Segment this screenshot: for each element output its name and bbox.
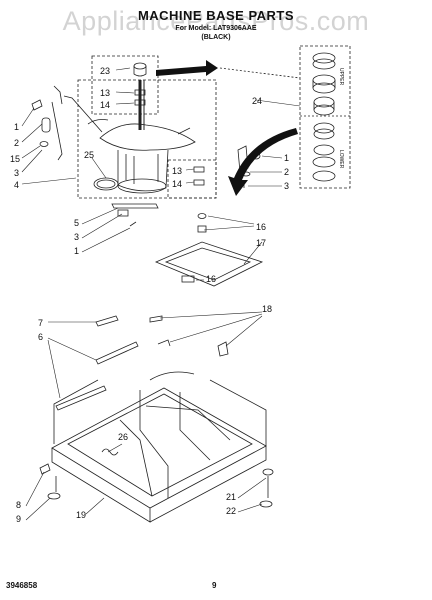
clip-18c [217,341,229,357]
bushing-14-upper [134,99,146,106]
callout-17: 17 [256,238,266,248]
callout-6: 6 [38,332,43,342]
callout-14: 14 [172,179,182,189]
snubber-pad-upper [197,213,207,219]
upper-label: UPPER [338,68,344,86]
callout-13: 13 [172,166,182,176]
bushing-14-lower [193,179,205,186]
callout-19: 19 [76,510,86,520]
callout-3: 3 [284,181,289,191]
arrow-bearings [228,128,298,196]
callout-21: 21 [226,492,236,502]
callout-9: 9 [16,514,21,524]
callout-7: 7 [38,318,43,328]
callout-24: 24 [252,96,262,106]
top-bushing-box [91,55,159,115]
leveling-leg-left [39,463,61,500]
callout-25: 25 [84,150,94,160]
callout-2: 2 [14,138,19,148]
callout-26: 26 [118,432,128,442]
callout-3: 3 [14,168,19,178]
clip-18a [149,315,163,323]
callout-8: 8 [16,500,21,510]
callout-16: 16 [256,222,266,232]
callout-23: 23 [100,66,110,76]
page-title: MACHINE BASE PARTS [137,8,295,23]
bearing-kit-box [299,45,351,189]
arrow-23 [156,60,218,76]
callout-3: 3 [74,232,79,242]
transmission-group-box [77,79,217,199]
snubber-assembly [154,241,264,287]
bracket-7 [95,315,119,327]
callout-1: 1 [14,122,19,132]
callout-22: 22 [226,506,236,516]
callout-15: 15 [10,154,20,164]
callout-14: 14 [100,100,110,110]
rail-6-lower [55,385,107,411]
lower-bushing-box [167,159,217,199]
machine-base-frame [51,371,267,523]
leveling-leg-right [259,468,274,508]
callout-4: 4 [14,180,19,190]
drive-cap [133,62,147,77]
left-mount-hardware [31,85,63,161]
snubber-clip [197,225,207,233]
callout-16: 16 [206,274,216,284]
model-subtitle: For Model: LAT9306AAE [175,25,257,32]
upper-bearing-stack [312,52,336,116]
transmission-assembly [63,80,196,194]
color-subtitle: (BLACK) [201,34,231,41]
drive-bracket [111,203,159,227]
callout-2: 2 [284,167,289,177]
lower-label: LOWER [338,150,344,169]
bushing-13-upper [134,89,146,96]
spring-26 [101,448,119,456]
callout-1: 1 [284,153,289,163]
document-number: 3946858 [6,581,38,590]
callout-5: 5 [74,218,79,228]
rail-6-upper [95,341,139,365]
lower-bearing-stack [312,122,336,182]
page-number: 9 [212,581,217,590]
callout-13: 13 [100,88,110,98]
callout-1: 1 [74,246,79,256]
clip-18b [157,339,171,347]
callout-18: 18 [262,304,272,314]
bushing-13-lower [193,166,205,173]
